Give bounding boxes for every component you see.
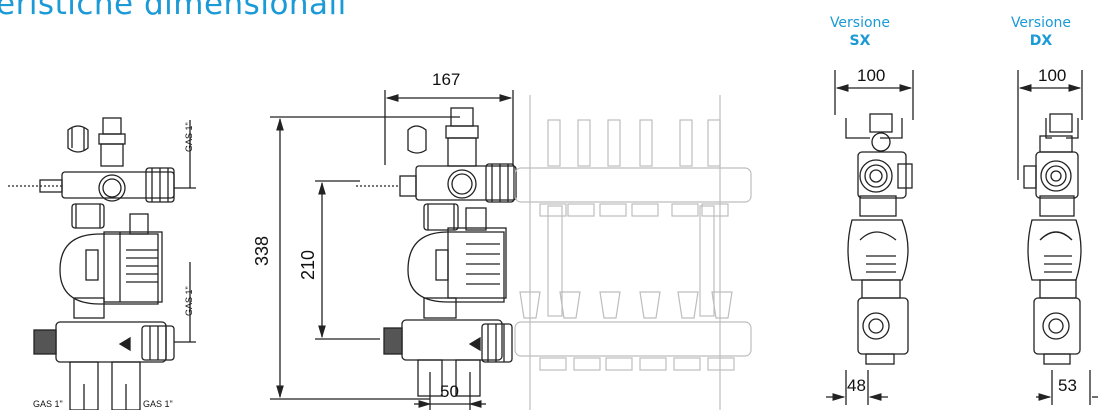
version-sx-word: Versione (829, 15, 891, 31)
sx-view (826, 70, 914, 405)
version-dx-code: DX (1029, 33, 1053, 49)
center-front-view (270, 90, 517, 410)
dim-bottom-gap: 50 (440, 382, 459, 401)
dim-width-top: 167 (432, 70, 461, 89)
version-dx-word: Versione (1010, 15, 1072, 31)
version-sx-label: Versione SX (820, 14, 900, 50)
gas-label-mid: GAS 1" (184, 286, 194, 316)
version-sx-code: SX (849, 33, 871, 49)
page-title: eristiche dimensionali (0, 0, 347, 22)
gas-label-bottom-right: GAS 1" (143, 399, 173, 409)
dim-sx-width: 100 (857, 66, 886, 85)
dim-sx-bottom: 48 (847, 376, 866, 395)
left-side-view (8, 117, 196, 410)
dx-view (1017, 70, 1098, 405)
gas-label-bottom-left: GAS 1" (33, 399, 63, 409)
version-dx-label: Versione DX (1001, 14, 1081, 50)
dim-height-total: 338 (252, 235, 272, 266)
manifold-ghost (514, 95, 752, 410)
gas-label-top: GAS 1" (184, 122, 194, 152)
dim-dx-width: 100 (1038, 66, 1067, 85)
dim-height-inner: 210 (298, 249, 318, 280)
dim-dx-bottom: 53 (1058, 376, 1077, 395)
